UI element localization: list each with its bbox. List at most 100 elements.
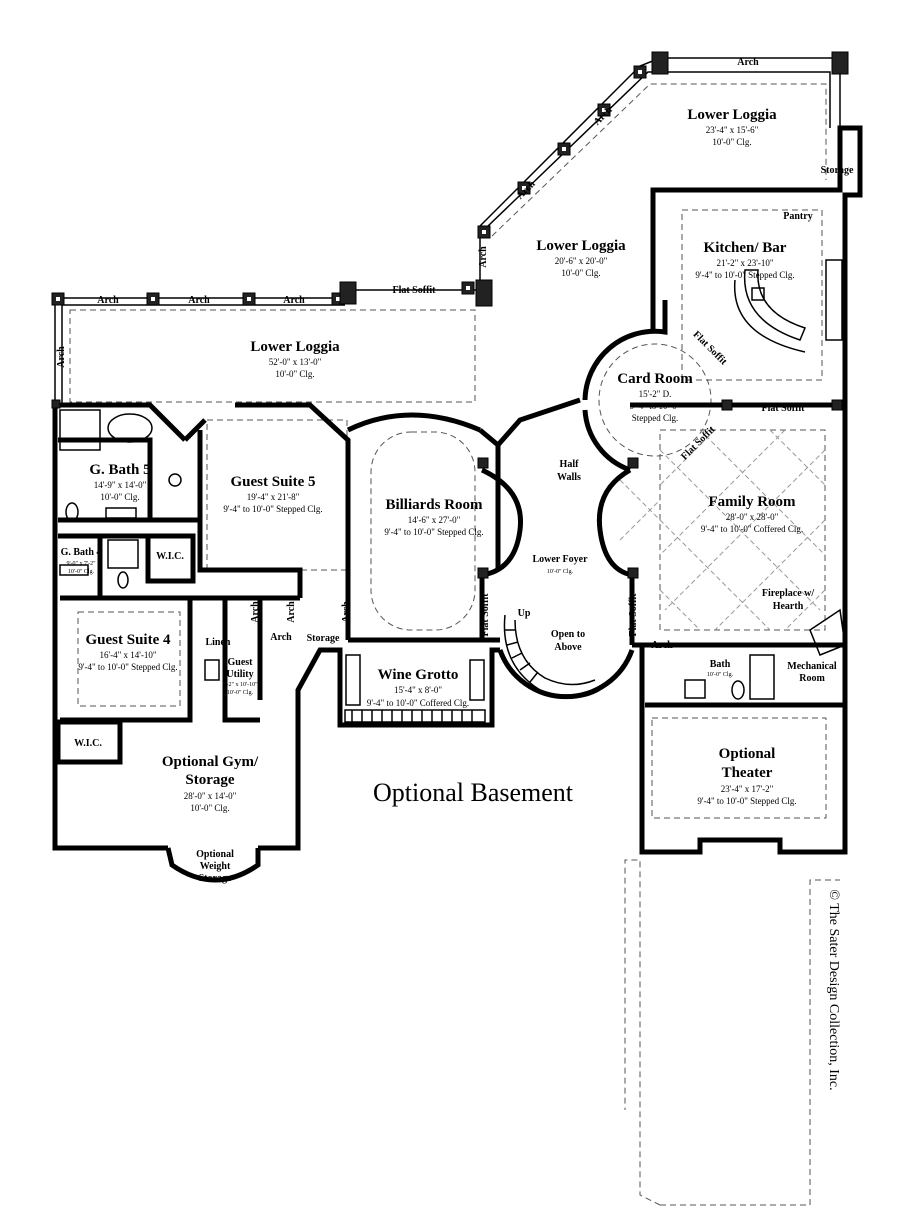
room-size-guest-suite-5: 19'-4" x 21'-8" <box>247 492 300 502</box>
plan-title: Optional Basement <box>373 778 574 807</box>
weight-storage-label: Storage <box>199 873 232 884</box>
room-ceiling-card-room: 9'-4" to 10'-0" <box>630 401 681 411</box>
room-size-guest-suite-4: 16'-4" x 14'-10" <box>99 650 156 660</box>
room-size-billiards-room: 14'-6" x 27'-0" <box>408 515 461 525</box>
room-size-kitchen-bar: 21'-2" x 23'-10" <box>716 258 773 268</box>
half-walls-label: Walls <box>557 472 581 483</box>
walls <box>52 125 863 883</box>
coffered-lattice <box>619 429 826 631</box>
flat-soffit-label: Flat Soffit <box>480 593 491 637</box>
open-to-above-label: Above <box>554 642 582 653</box>
room-name-g-bath-4: G. Bath 4 <box>61 547 102 558</box>
room-size-g-bath-5: 14'-9" x 14'-0" <box>94 480 147 490</box>
room-ceiling-optional-gym: 10'-0" Clg. <box>190 803 229 813</box>
wic-label: W.I.C. <box>156 551 184 562</box>
room-ceiling-family-room: 9'-4" to 10'-0" Coffered Clg. <box>701 524 803 534</box>
room-name-lower-loggia-west: Lower Loggia <box>250 339 340 355</box>
arch-label: Arch <box>651 640 673 651</box>
room-ceiling-guest-suite-4: 9'-4" to 10'-0" Stepped Clg. <box>78 662 177 672</box>
pantry-label: Pantry <box>783 211 812 222</box>
room-ceiling-billiards-room: 9'-4" to 10'-0" Stepped Clg. <box>384 527 483 537</box>
spiral-stair <box>503 614 601 699</box>
arch-label: Arch <box>737 57 759 68</box>
ceiling-outlines <box>69 83 840 1206</box>
flat-soffit-label: Flat Soffit <box>761 403 805 414</box>
room-ceiling-optional-theater: 9'-4" to 10'-0" Stepped Clg. <box>697 796 796 806</box>
room-name-family-room: Family Room <box>708 494 796 510</box>
room-size-wine-grotto: 15'-4" x 8'-0" <box>394 685 442 695</box>
flat-soffit-label: Flat Soffit <box>691 329 730 368</box>
room-name-lower-loggia-east: Lower Loggia <box>687 107 777 123</box>
weight-storage-label: Weight <box>200 861 231 872</box>
room-size-lower-loggia-west: 52'-0" x 13'-0" <box>269 357 322 367</box>
columns <box>51 51 849 409</box>
room-size-lower-loggia-mid: 20'-6" x 20'-0" <box>555 256 608 266</box>
room-ceiling-guest-suite-5: 9'-4" to 10'-0" Stepped Clg. <box>223 504 322 514</box>
wall-markers <box>477 399 843 579</box>
room-name-wine-grotto: Wine Grotto <box>378 667 459 683</box>
room-name2-guest-utility: Utility <box>226 669 253 680</box>
arch-label: Arch <box>56 346 67 368</box>
room-ceiling-g-bath-5: 10'-0" Clg. <box>100 492 139 502</box>
room-size-optional-gym: 28'-0" x 14'-0" <box>184 791 237 801</box>
flat-soffit-label: Flat Soffit <box>392 285 436 296</box>
arch-label: Arch <box>270 632 292 643</box>
weight-storage-label: Optional <box>196 849 234 860</box>
room-size-g-bath-4: 9'-0" x 7'-2" <box>66 561 96 567</box>
room-name-guest-utility: Guest <box>228 657 254 668</box>
storage-label: Storage <box>821 165 854 176</box>
room-ceiling-lower-loggia-west: 10'-0" Clg. <box>275 369 314 379</box>
wine-racks <box>344 654 486 723</box>
room-ceiling-lower-loggia-east: 10'-0" Clg. <box>712 137 751 147</box>
arch-label: Arch <box>188 295 210 306</box>
room-name-mechanical: Mechanical <box>787 661 837 672</box>
room-size-card-room: 15'-2" D. <box>639 389 672 399</box>
room-ceiling-kitchen-bar: 9'-4" to 10'-0" Stepped Clg. <box>695 270 794 280</box>
room-name2-optional-gym: Storage <box>185 772 234 788</box>
half-walls-label: Half <box>560 459 580 470</box>
stair-up-label: Up <box>518 608 531 619</box>
room-name2-mechanical: Room <box>799 673 825 684</box>
linen-label: Linen <box>205 637 230 648</box>
room-name-card-room: Card Room <box>617 371 693 387</box>
arch-label: Arch <box>250 601 261 623</box>
flat-soffit-label: Flat Soffit <box>628 593 639 637</box>
room-ceiling-lower-loggia-mid: 10'-0" Clg. <box>561 268 600 278</box>
arch-label: Arch <box>97 295 119 306</box>
arch-label: Arch <box>478 246 489 268</box>
room-name-lower-foyer: Lower Foyer <box>532 554 588 565</box>
room-ceiling-g-bath-4: 10'-0" Clg. <box>68 569 95 575</box>
arch-label: Arch <box>283 295 305 306</box>
room-name-billiards-room: Billiards Room <box>385 497 483 513</box>
room-ceiling2-card-room: Stepped Clg. <box>632 413 679 423</box>
room-ceiling-bath: 10'-0" Clg. <box>707 672 734 678</box>
arch-label: Arch <box>341 601 352 623</box>
fireplace-label: Hearth <box>773 601 804 612</box>
room-name-optional-theater: Optional <box>719 746 776 762</box>
room-name2-optional-theater: Theater <box>722 765 773 781</box>
room-name-bath: Bath <box>710 659 731 670</box>
room-name-guest-suite-4: Guest Suite 4 <box>85 632 171 648</box>
room-ceiling-guest-utility: 10'-0" Clg. <box>227 690 254 696</box>
room-size-family-room: 28'-0" x 28'-0" <box>726 512 779 522</box>
room-name-guest-suite-5: Guest Suite 5 <box>230 474 315 490</box>
arch-label: Arch <box>286 601 297 623</box>
room-size-optional-theater: 23'-4" x 17'-2" <box>721 784 774 794</box>
room-size-lower-loggia-east: 23'-4" x 15'-6" <box>706 125 759 135</box>
flat-soffit-label: Flat Soffit <box>679 424 718 463</box>
room-name-optional-gym: Optional Gym/ <box>162 754 259 770</box>
bar-counter <box>733 259 843 353</box>
storage-label: Storage <box>307 633 340 644</box>
fireplace-label: Fireplace w/ <box>762 588 815 599</box>
room-ceiling-lower-foyer: 10'-0" Clg. <box>547 569 574 575</box>
wic-label: W.I.C. <box>74 738 102 749</box>
open-to-above-label: Open to <box>551 629 585 640</box>
copyright: © The Sater Design Collection, Inc. <box>826 889 841 1090</box>
room-name-kitchen-bar: Kitchen/ Bar <box>704 240 787 256</box>
room-name-g-bath-5: G. Bath 5 <box>89 462 150 478</box>
room-size-guest-utility: 7'-2" x 10'-10" <box>222 682 258 688</box>
fixtures <box>59 409 775 700</box>
fireplace <box>809 608 846 656</box>
room-ceiling-wine-grotto: 9'-4" to 10'-0" Coffered Clg. <box>367 698 469 708</box>
